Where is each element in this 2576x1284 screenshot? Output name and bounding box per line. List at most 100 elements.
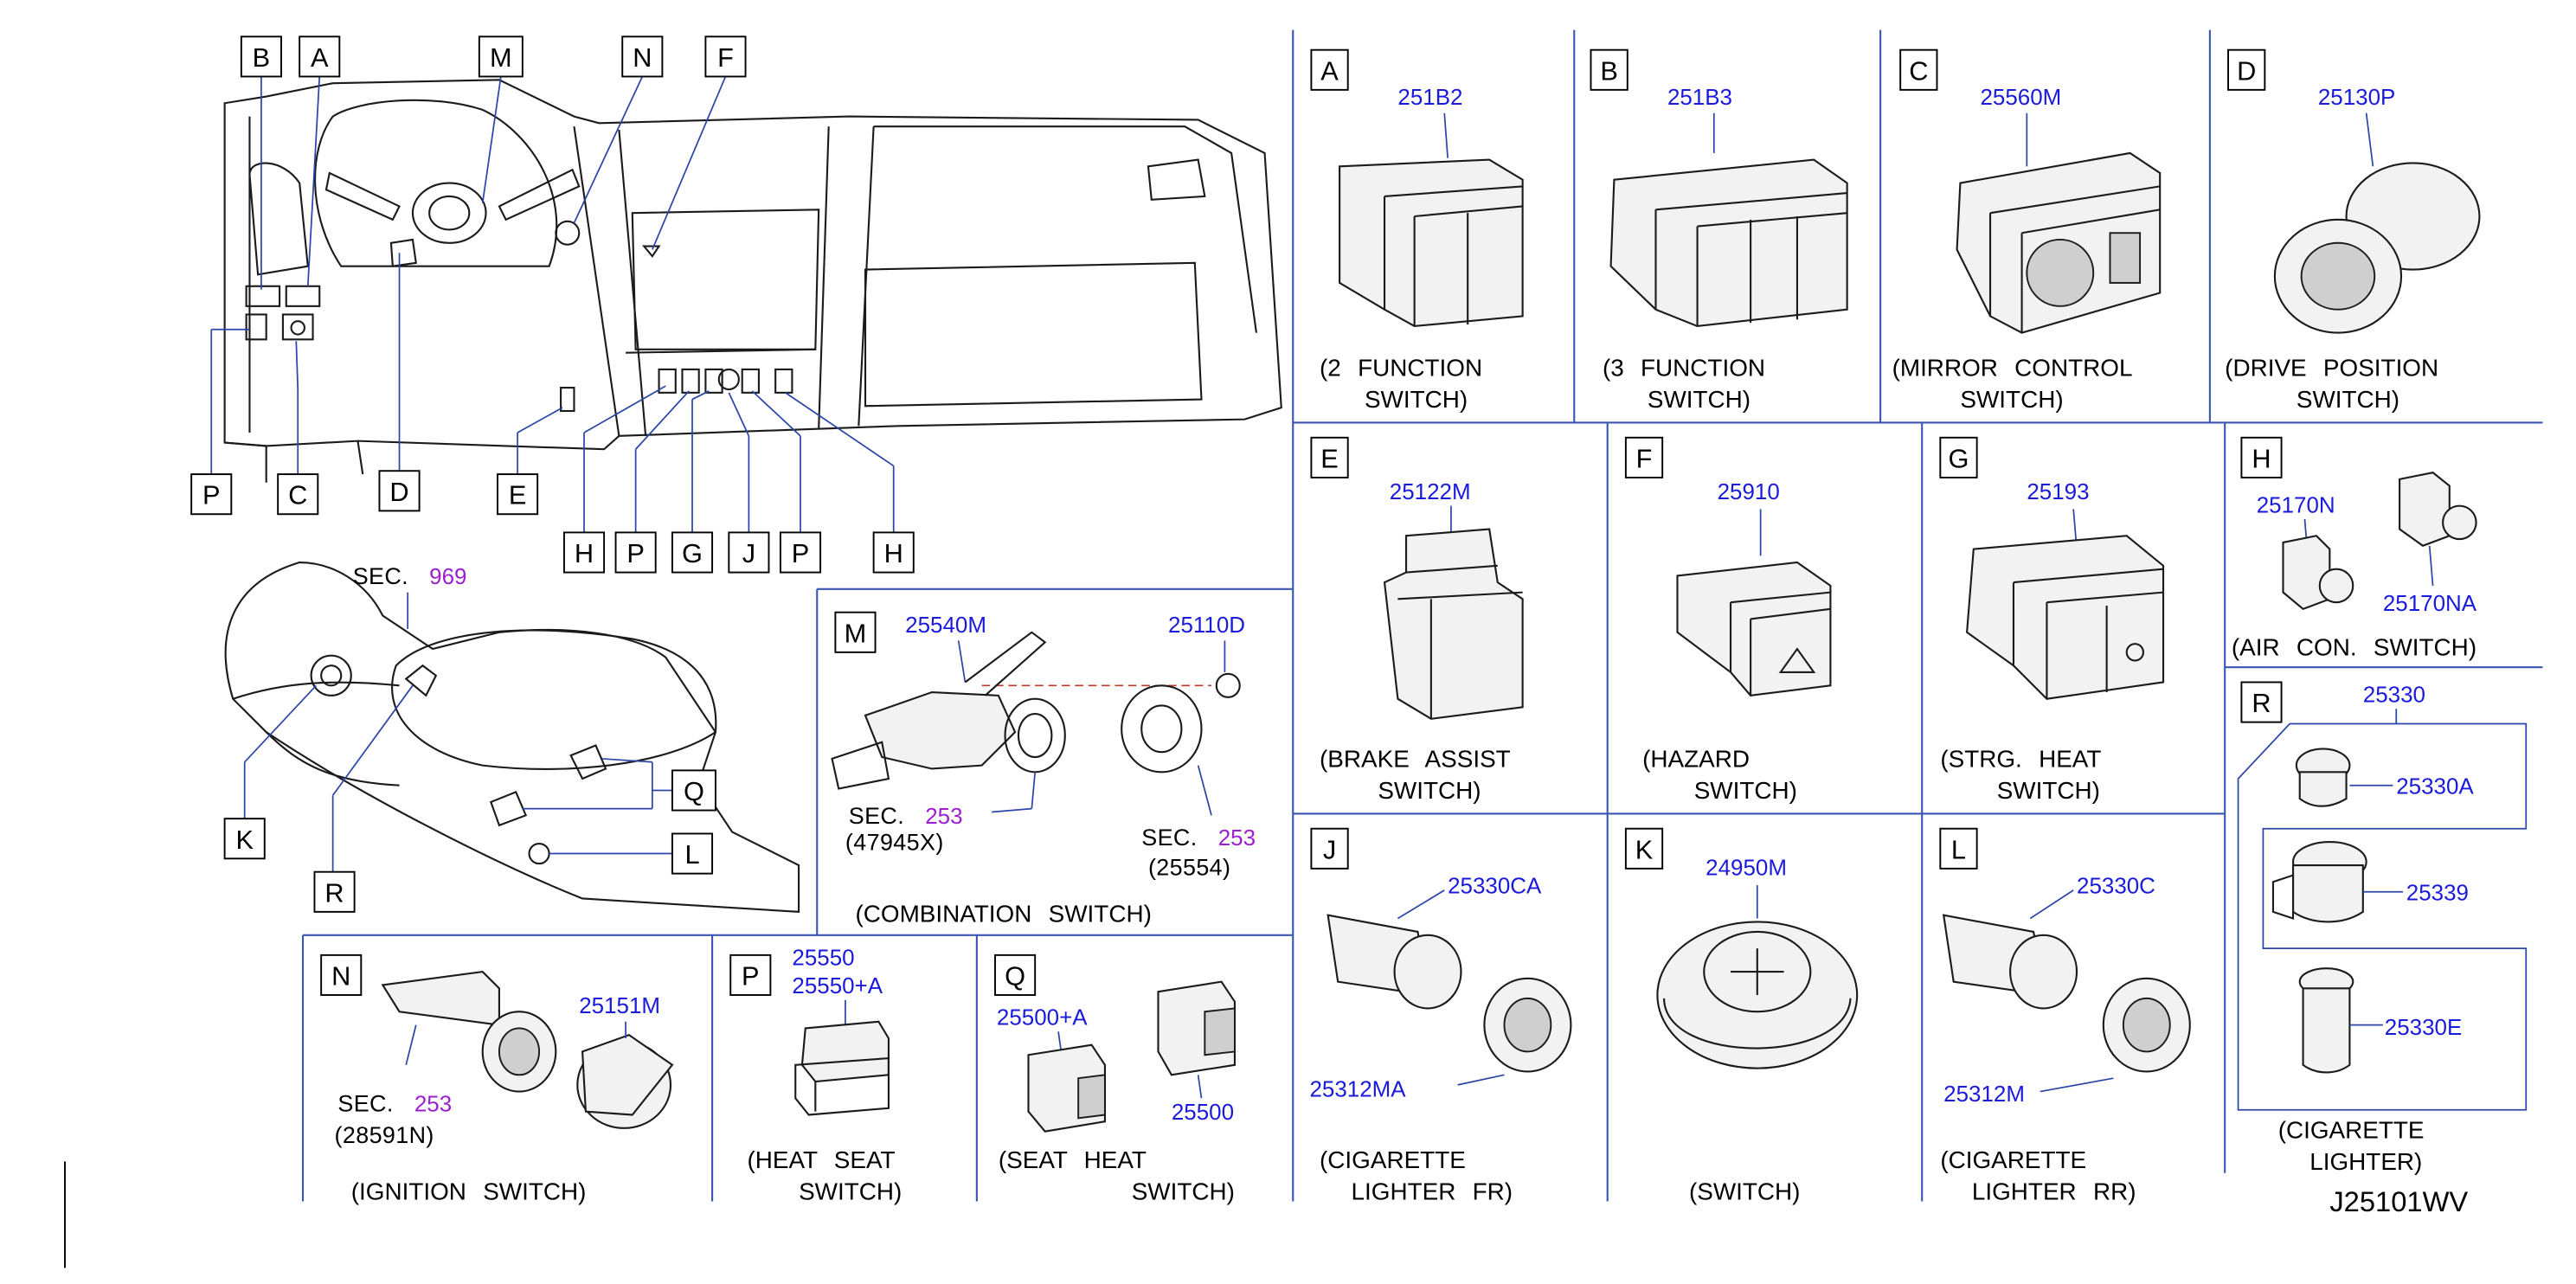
panel-a: A 251B2 (2 FUNCTION SWITCH) [1310, 48, 1524, 413]
panel-r-caption-2: LIGHTER) [2309, 1148, 2422, 1175]
part-number: 25500 [1172, 1099, 1234, 1125]
panel-p: P 25550 25550+A (HEAT SEAT SWITCH) [729, 944, 902, 1205]
panel-q-caption-2: SWITCH) [1132, 1178, 1235, 1205]
panel-n-letter: N [331, 960, 350, 991]
panel-f: F 25910 (HAZARD SWITCH) [1624, 436, 1832, 804]
part-number: 25312MA [1309, 1075, 1406, 1101]
panel-c-letter: C [1909, 55, 1928, 86]
panel-h-letter: H [2252, 443, 2271, 473]
panel-g-letter: G [1949, 443, 1969, 473]
callout-h: H [884, 538, 903, 568]
part-number: 25110D [1168, 612, 1245, 638]
panel-k: K 24950M (SWITCH) [1624, 827, 1859, 1205]
panel-h: H 25170N 25170NA (AIR CON. SWITCH) [2232, 436, 2477, 661]
panel-m-caption: (COMBINATION SWITCH) [855, 900, 1151, 927]
panel-r-caption-1: (CIGARETTE [2278, 1116, 2425, 1143]
part-number: 25312M [1943, 1081, 2025, 1107]
part-number: 25330C [2077, 873, 2155, 899]
console-illustration: SEC. 969 Q K L R [223, 561, 800, 913]
callout-k: K [235, 825, 254, 855]
panel-c-caption-2: SWITCH) [1960, 386, 2063, 413]
part-number: 25500+A [997, 1005, 1088, 1030]
panel-d-letter: D [2237, 55, 2256, 86]
sec-number: 253 [414, 1091, 452, 1117]
panel-p-caption-1: (HEAT SEAT [747, 1146, 895, 1173]
callout-e: E [509, 480, 527, 510]
part-number: 25339 [2406, 879, 2469, 905]
part-number: 25330E [2385, 1014, 2462, 1040]
sec-sub: (47945X) [845, 830, 944, 856]
part-number: 25151M [579, 992, 660, 1018]
part-number: 251B2 [1397, 84, 1462, 110]
callout-q: Q [684, 776, 704, 806]
callout-j: J [742, 538, 755, 568]
panel-e-letter: E [1320, 443, 1339, 473]
panel-c-caption-1: (MIRROR CONTROL [1892, 355, 2133, 382]
part-number: 25330CA [1448, 873, 1542, 899]
panel-d-caption-1: (DRIVE POSITION [2225, 355, 2438, 382]
panel-b-caption-1: (3 FUNCTION [1603, 355, 1765, 382]
sec-number: 253 [925, 803, 962, 829]
panel-m: M 25540M 25110D SEC. 253 (47945X) SEC. 2… [831, 611, 1256, 927]
panel-e-caption-1: (BRAKE ASSIST [1320, 746, 1511, 773]
panel-b-letter: B [1600, 55, 1618, 86]
sec-prefix: SEC. [849, 803, 904, 829]
panel-d-caption-2: SWITCH) [2297, 386, 2399, 413]
panel-e-caption-2: SWITCH) [1378, 777, 1481, 804]
callout-h: H [575, 538, 594, 568]
panel-b: B 251B3 (3 FUNCTION SWITCH) [1590, 48, 1848, 413]
panel-j-caption-1: (CIGARETTE [1320, 1146, 1466, 1173]
panel-h-caption: (AIR CON. SWITCH) [2232, 634, 2476, 661]
panel-d: D 25130P (DRIVE POSITION SWITCH) [2225, 48, 2481, 413]
panel-l-letter: L [1951, 834, 1966, 864]
panel-c: C 25560M (MIRROR CONTROL SWITCH) [1892, 48, 2162, 413]
part-number: 25170NA [2383, 590, 2477, 616]
panel-l-caption-2: LIGHTER RR) [1972, 1178, 2136, 1205]
callout-r: R [324, 877, 344, 908]
part-number: 25130P [2318, 84, 2395, 110]
sec-number: 253 [1218, 825, 1256, 851]
console-sec-number: 969 [429, 563, 466, 589]
panel-g-caption-2: SWITCH) [1997, 777, 2100, 804]
panel-e: E 25122M (BRAKE ASSIST SWITCH) [1310, 436, 1524, 804]
callout-f: F [717, 42, 734, 73]
panel-j-caption-2: LIGHTER FR) [1352, 1178, 1513, 1205]
callout-b: B [253, 42, 271, 73]
panel-m-letter: M [845, 618, 867, 648]
panel-a-caption-1: (2 FUNCTION [1320, 355, 1482, 382]
sec-prefix: SEC. [1141, 825, 1197, 851]
panel-a-caption-2: SWITCH) [1365, 386, 1468, 413]
console-sec-prefix: SEC. [353, 563, 408, 589]
panel-b-caption-2: SWITCH) [1648, 386, 1751, 413]
panel-a-letter: A [1320, 55, 1339, 86]
panel-f-caption-1: (HAZARD [1642, 746, 1750, 773]
panel-n-caption: (IGNITION SWITCH) [351, 1178, 587, 1205]
dashboard-overview-illustration: B A M N F P C D E H P G J P H [190, 35, 1282, 574]
callout-l: L [684, 839, 699, 870]
panel-q: Q 25500+A 25500 (SEAT HEAT SWITCH) [994, 953, 1236, 1205]
panel-grid [64, 29, 2543, 1268]
part-number: 25122M [1390, 478, 1471, 504]
part-number: 25560M [1980, 84, 2061, 110]
panel-p-letter: P [742, 960, 760, 991]
panel-q-letter: Q [1005, 960, 1025, 991]
part-number: 24950M [1706, 855, 1787, 881]
sec-prefix: SEC. [337, 1091, 393, 1117]
callout-g: G [682, 538, 703, 568]
panel-p-caption-2: SWITCH) [799, 1178, 902, 1205]
panel-l: L 25330C 25312M (CIGARETTE LIGHTER RR) [1939, 827, 2191, 1205]
callout-p: P [792, 538, 810, 568]
callout-c: C [288, 480, 307, 510]
callout-n: N [633, 42, 652, 73]
part-number: 25550+A [792, 973, 883, 998]
panel-k-caption: (SWITCH) [1689, 1178, 1800, 1205]
panel-j: J 25330CA 25312MA (CIGARETTE LIGHTER FR) [1309, 827, 1572, 1205]
part-number: 25193 [2027, 478, 2089, 504]
callout-d: D [389, 477, 408, 507]
panel-k-letter: K [1635, 834, 1654, 864]
part-number: 25550 [792, 944, 854, 970]
panel-g-caption-1: (STRG. HEAT [1940, 746, 2101, 773]
panel-j-letter: J [1323, 834, 1336, 864]
